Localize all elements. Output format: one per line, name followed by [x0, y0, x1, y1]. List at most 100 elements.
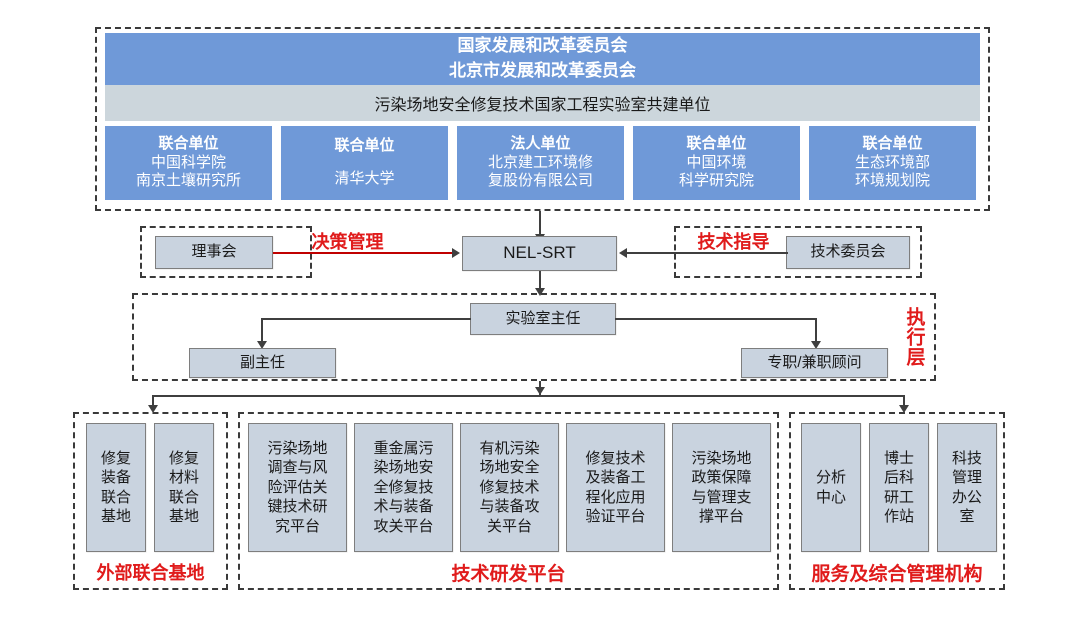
arrow-board-to-nelsrt [452, 248, 460, 258]
nel-srt-label: NEL-SRT [503, 243, 576, 263]
sponsor-group-container [95, 27, 990, 211]
service-item-0-l1: 中心 [815, 488, 846, 506]
external-base-item-0-l1: 装备 [100, 469, 131, 486]
top-authority-line2: 北京市发展和改革委员会 [449, 61, 636, 80]
distribution-bus-right-drop [903, 395, 905, 408]
service-item-1-l0: 博士 [883, 449, 914, 467]
rnd-platform-item-2-l1: 场地安全 [479, 459, 540, 477]
rnd-platform-item-1-l2: 全修复技 [373, 478, 434, 496]
decision-management-label: 决策管理 [311, 232, 384, 252]
lab-director-box: 实验室主任 [470, 303, 616, 335]
service-item-2-l2: 办公 [951, 488, 982, 506]
connector-director-left-branch [261, 318, 471, 320]
rnd-platform-item-2-l0: 有机污染 [479, 439, 540, 457]
connector-techcommittee-to-nelsrt [626, 252, 788, 254]
member-unit-0: 联合单位 中国科学院 南京土壤研究所 [105, 126, 272, 200]
external-base-item-0-l0: 修复 [100, 449, 131, 467]
external-base-item-1-l1: 材料 [168, 469, 199, 486]
member-unit-0-name2: 南京土壤研究所 [135, 172, 241, 190]
service-item-2-l0: 科技 [951, 449, 982, 467]
member-unit-4: 联合单位 生态环境部 环境规划院 [809, 126, 976, 200]
rnd-platform-item-2: 有机污染 场地安全 修复技术 与装备攻 关平台 [460, 423, 559, 552]
member-unit-3-name2: 科学研究院 [678, 172, 754, 190]
rnd-platform-item-0-l3: 键技术研 [267, 498, 328, 516]
member-unit-1-role: 联合单位 [334, 137, 395, 155]
rnd-platform-item-3-l0: 修复技术 [585, 449, 646, 467]
service-item-2: 科技 管理 办公 室 [937, 423, 997, 552]
member-unit-2: 法人单位 北京建工环境修 复股份有限公司 [457, 126, 624, 200]
technical-committee-box: 技术委员会 [786, 236, 910, 269]
external-base-item-1-l0: 修复 [168, 449, 199, 467]
arrow-director-to-advisor [811, 341, 821, 349]
arrow-director-to-deputy [257, 341, 267, 349]
member-unit-4-role: 联合单位 [862, 134, 923, 152]
rnd-platform-item-3-l1: 及装备工 [585, 469, 646, 486]
external-base-group-label: 外部联合基地 [96, 563, 205, 583]
rnd-platform-item-0-l2: 险评估关 [267, 478, 328, 496]
connector-director-left-drop [261, 318, 263, 344]
top-authority-line1: 国家发展和改革委员会 [457, 36, 628, 56]
member-unit-2-name1: 北京建工环境修 [487, 153, 593, 171]
rnd-platform-item-3-l3: 验证平台 [585, 508, 646, 525]
rnd-platform-item-3-l2: 程化应用 [585, 488, 646, 506]
joint-construction-label: 污染场地安全修复技术国家工程实验室共建单位 [374, 97, 711, 114]
member-unit-1: 联合单位 清华大学 [281, 126, 448, 200]
advisor-box: 专职/兼职顾问 [741, 348, 888, 378]
service-item-1-l1: 后科 [883, 469, 914, 486]
member-unit-2-role: 法人单位 [510, 134, 571, 152]
member-unit-3-name1: 中国环境 [686, 153, 747, 171]
member-unit-3-role: 联合单位 [686, 134, 747, 152]
executive-layer-label: 执行层 [903, 307, 925, 367]
executive-layer-group [132, 293, 936, 381]
rnd-platform-item-1-l0: 重金属污 [373, 439, 434, 457]
rnd-platform-item-4-l2: 与管理支 [691, 488, 752, 506]
technical-committee-label: 技术委员会 [810, 243, 886, 261]
service-item-1-l2: 研工 [883, 488, 914, 506]
lab-director-label: 实验室主任 [505, 309, 581, 327]
rnd-platform-item-1-l4: 攻关平台 [373, 517, 434, 535]
deputy-director-box: 副主任 [189, 348, 336, 378]
member-unit-0-name1: 中国科学院 [150, 153, 226, 171]
board-of-directors-label: 理事会 [191, 243, 237, 261]
connector-board-to-nelsrt [273, 252, 454, 254]
external-base-group [73, 412, 228, 590]
external-base-item-1: 修复 材料 联合 基地 [154, 423, 214, 552]
rnd-platform-item-2-l3: 与装备攻 [479, 498, 540, 516]
rnd-platform-item-0-l1: 调查与风 [267, 459, 328, 477]
arrow-to-rnd-platform-group [535, 387, 545, 395]
rnd-platform-item-3: 修复技术 及装备工 程化应用 验证平台 [566, 423, 665, 552]
technical-guidance-label: 技术指导 [697, 232, 770, 252]
arrow-nelsrt-to-director [535, 288, 545, 296]
arrow-to-external-base-group [148, 405, 158, 413]
connector-nelsrt-to-director [539, 271, 541, 293]
member-unit-4-name1: 生态环境部 [854, 153, 930, 171]
rnd-platform-group [238, 412, 779, 590]
member-unit-1-name1: 清华大学 [334, 170, 395, 187]
rnd-platform-item-4-l0: 污染场地 [691, 449, 752, 467]
arrow-techcommittee-to-nelsrt [619, 248, 627, 258]
advisor-label: 专职/兼职顾问 [767, 353, 862, 371]
rnd-platform-item-4: 污染场地 政策保障 与管理支 撑平台 [672, 423, 771, 552]
member-unit-2-name2: 复股份有限公司 [487, 172, 593, 190]
connector-director-right-drop [815, 318, 817, 344]
top-authority-banner: 国家发展和改革委员会 北京市发展和改革委员会 [105, 33, 980, 85]
rnd-platform-item-1-l3: 术与装备 [373, 498, 434, 516]
service-item-1-l3: 作站 [883, 508, 914, 525]
member-unit-4-name2: 环境规划院 [854, 172, 930, 190]
rnd-platform-item-4-l1: 政策保障 [691, 469, 752, 486]
rnd-platform-item-2-l2: 修复技术 [479, 478, 540, 496]
service-item-2-l3: 室 [959, 508, 975, 525]
rnd-platform-item-0: 污染场地 调查与风 险评估关 键技术研 究平台 [248, 423, 347, 552]
service-item-1: 博士 后科 研工 作站 [869, 423, 929, 552]
joint-construction-band: 污染场地安全修复技术国家工程实验室共建单位 [105, 85, 980, 121]
rnd-platform-item-1: 重金属污 染场地安 全修复技 术与装备 攻关平台 [354, 423, 453, 552]
service-management-group-label: 服务及综合管理机构 [811, 563, 983, 585]
distribution-bus [152, 395, 904, 397]
rnd-platform-item-0-l0: 污染场地 [267, 439, 328, 457]
service-item-0-l0: 分析 [815, 469, 846, 486]
nel-srt-box: NEL-SRT [462, 236, 617, 271]
rnd-platform-item-1-l1: 染场地安 [373, 459, 434, 477]
connector-director-right-branch [615, 318, 816, 320]
external-base-item-1-l3: 基地 [168, 508, 199, 525]
